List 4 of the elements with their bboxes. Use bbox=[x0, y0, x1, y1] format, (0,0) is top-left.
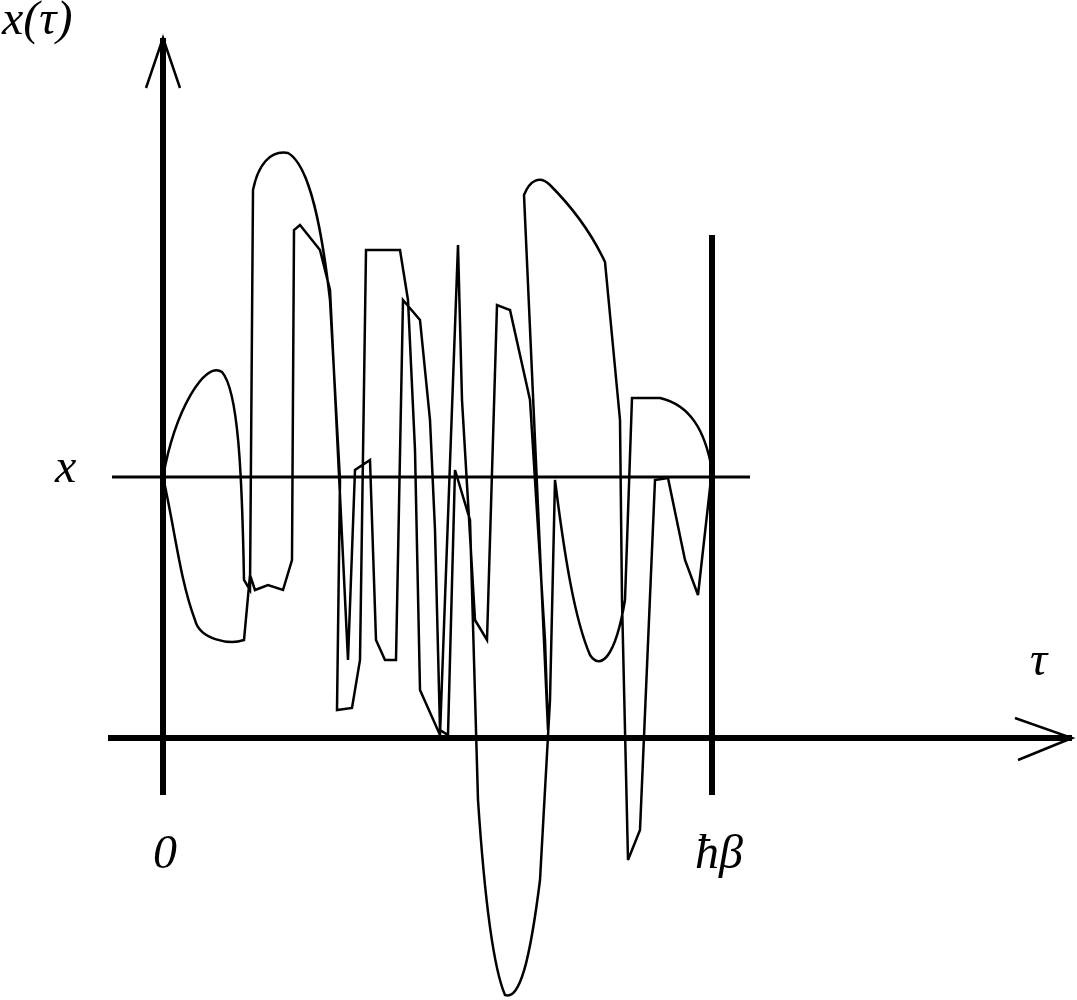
tick-label: ħβ bbox=[695, 828, 743, 876]
tick-label: 0 bbox=[153, 828, 177, 876]
axis-label: τ bbox=[1030, 635, 1048, 683]
level-label: x bbox=[55, 442, 77, 490]
